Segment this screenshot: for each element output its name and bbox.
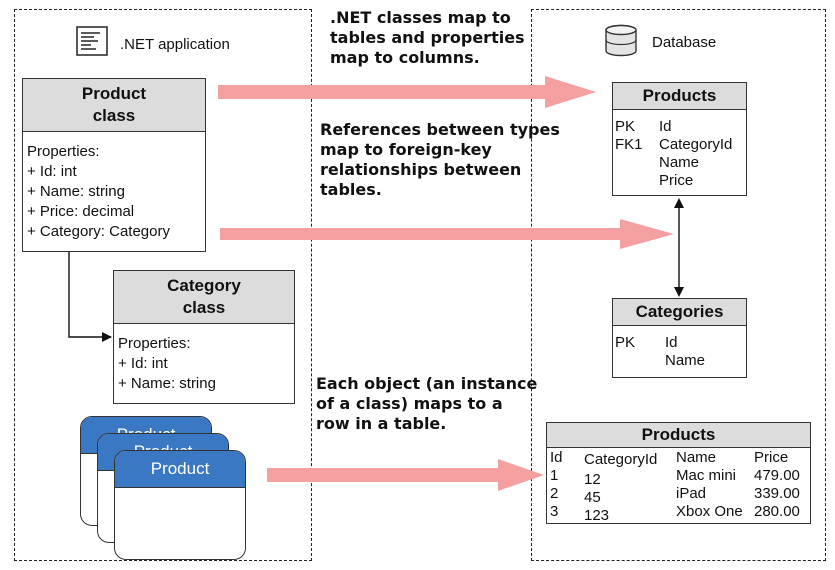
note-line: row in a table. bbox=[316, 414, 447, 433]
property-line: + Name: string bbox=[27, 183, 125, 200]
note-line: relationships between bbox=[320, 160, 522, 179]
relationship-arrowhead-up bbox=[674, 198, 684, 208]
category-class-header: Category class bbox=[114, 271, 294, 324]
property-line: Properties: bbox=[27, 143, 100, 160]
product-object-caption: Product bbox=[115, 451, 245, 488]
row-cell: 2 bbox=[550, 485, 559, 502]
column-name: Name bbox=[659, 154, 700, 171]
note-line: map to columns. bbox=[330, 48, 480, 67]
property-line: + Category: Category bbox=[27, 223, 170, 240]
column-name: Name bbox=[665, 352, 706, 369]
row-cell: 479.00 bbox=[754, 467, 800, 484]
row-cell: iPad bbox=[676, 485, 707, 502]
app-region-label: .NET application bbox=[120, 36, 230, 53]
categories-schema-title: Categories bbox=[613, 299, 746, 326]
column-header: Price bbox=[754, 449, 789, 466]
row-cell: 12 bbox=[584, 471, 601, 488]
database-icon bbox=[605, 24, 637, 57]
row-cell: Xbox One bbox=[676, 503, 743, 520]
key-label: PK bbox=[615, 118, 636, 135]
property-line: + Name: string bbox=[118, 375, 216, 392]
database-region-label: Database bbox=[652, 34, 717, 51]
categories-schema-table: Categories PK Id Name bbox=[612, 298, 747, 378]
column-name: Id bbox=[665, 334, 678, 351]
category-class-title-line: class bbox=[182, 298, 226, 317]
note-line: Each object (an instance bbox=[316, 374, 538, 393]
row-cell: 280.00 bbox=[754, 503, 800, 520]
note-line: tables. bbox=[320, 180, 382, 199]
products-schema-title: Products bbox=[613, 83, 746, 110]
association-connector bbox=[68, 252, 112, 342]
app-region bbox=[14, 9, 312, 561]
product-object-card: Product bbox=[114, 450, 246, 560]
reference-to-fk-arrow bbox=[220, 219, 674, 249]
product-class-title-line: Product bbox=[81, 84, 147, 103]
products-rows-table: Products Id CategoryId Name Price 1 12 M… bbox=[546, 422, 811, 524]
products-rows-title: Products bbox=[547, 423, 810, 448]
note-class-mapping: .NET classes map to tables and propertie… bbox=[330, 8, 525, 68]
class-to-table-arrow bbox=[218, 76, 596, 108]
row-cell: 339.00 bbox=[754, 485, 800, 502]
category-class-box: Category class Properties: + Id: int + N… bbox=[113, 270, 295, 404]
property-line: + Id: int bbox=[118, 355, 168, 372]
column-name: CategoryId bbox=[659, 136, 733, 153]
note-line: map to foreign-key bbox=[320, 140, 492, 159]
document-icon bbox=[76, 26, 108, 56]
row-cell: 45 bbox=[584, 489, 601, 506]
database-region bbox=[531, 9, 826, 561]
key-label: PK bbox=[615, 334, 636, 351]
row-cell: 3 bbox=[550, 503, 559, 520]
category-class-properties: Properties: + Id: int + Name: string bbox=[114, 324, 294, 398]
product-class-box: Product class Properties: + Id: int + Na… bbox=[22, 78, 206, 252]
property-line: Properties: bbox=[118, 335, 191, 352]
product-class-header: Product class bbox=[23, 79, 205, 132]
column-header: Name bbox=[676, 449, 717, 466]
key-label: FK1 bbox=[615, 136, 643, 153]
products-schema-table: Products PK FK1 Id CategoryId Name Price bbox=[612, 82, 747, 196]
row-cell: 1 bbox=[550, 467, 559, 484]
object-to-row-arrow bbox=[267, 459, 544, 491]
note-line: of a class) maps to a bbox=[316, 394, 503, 413]
property-line: + Id: int bbox=[27, 163, 77, 180]
category-class-title-line: Category bbox=[167, 276, 241, 295]
product-class-title-line: class bbox=[92, 106, 136, 125]
column-name: Id bbox=[659, 118, 672, 135]
note-line: .NET classes map to bbox=[330, 8, 511, 27]
column-header: CategoryId bbox=[584, 451, 658, 468]
note-object-mapping: Each object (an instance of a class) map… bbox=[316, 374, 537, 434]
column-header: Id bbox=[550, 449, 563, 466]
relationship-arrowhead-down bbox=[674, 287, 684, 297]
row-cell: 123 bbox=[584, 507, 610, 524]
column-name: Price bbox=[659, 172, 694, 189]
note-references-mapping: References between types map to foreign-… bbox=[320, 120, 560, 200]
row-cell: Mac mini bbox=[676, 467, 737, 484]
note-line: tables and properties bbox=[330, 28, 525, 47]
product-class-properties: Properties: + Id: int + Name: string + P… bbox=[23, 132, 205, 246]
note-line: References between types bbox=[320, 120, 560, 139]
property-line: + Price: decimal bbox=[27, 203, 135, 220]
